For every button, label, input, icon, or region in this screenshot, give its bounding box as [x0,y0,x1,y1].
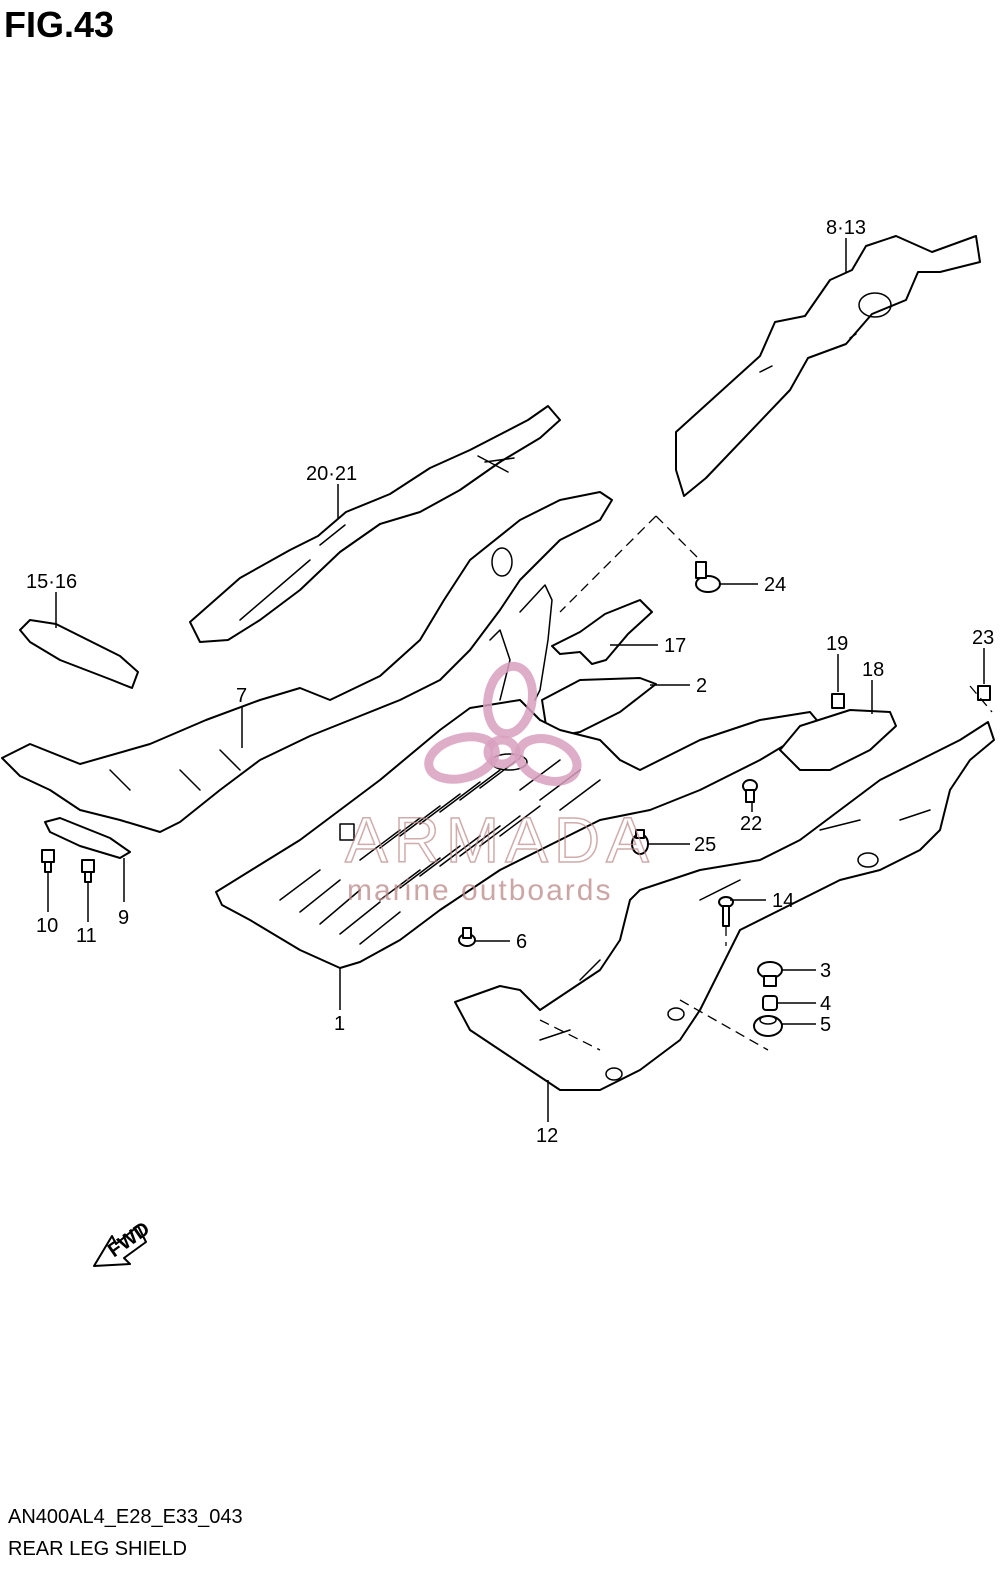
callout-labels: 8·13 20·21 15·16 7 24 17 2 19 18 23 22 2… [26,217,994,1147]
fastener-24 [695,561,721,593]
fastener-3 [757,961,783,987]
fastener-11 [81,859,95,883]
callout-23: 23 [972,627,994,649]
figure-code: AN400AL4_E28_E33_043 [8,1506,243,1528]
fastener-25 [631,829,649,855]
fastener-5 [753,1015,783,1037]
part-9-strip [44,817,131,859]
fastener-4 [762,995,778,1011]
fastener-19 [831,693,845,709]
fwd-arrow: FWD [93,1218,154,1267]
callout-18: 18 [862,659,884,681]
callout-2: 2 [696,675,707,697]
part-15-16-trim [19,619,139,689]
leader-lines [47,238,985,1122]
callout-20-21: 20·21 [306,463,357,485]
callout-9: 9 [118,907,129,929]
fastener-23 [977,685,991,701]
fastener-6 [458,927,476,947]
callout-6: 6 [516,931,527,953]
callout-12: 12 [536,1125,558,1147]
callout-19: 19 [826,633,848,655]
figure-title: FIG.43 [4,4,115,45]
callout-24: 24 [764,574,786,596]
callout-10: 10 [36,915,58,937]
part-7-rail [1,491,613,833]
fastener-22 [742,779,758,803]
watermark-tagline: marine outboards [347,874,612,907]
callout-11: 11 [76,925,97,947]
callout-3: 3 [820,960,831,982]
callout-8-13: 8·13 [826,217,866,239]
part-18-bracket [779,709,897,771]
callout-25: 25 [694,834,716,856]
callout-22: 22 [740,813,762,835]
callout-4: 4 [820,993,831,1015]
callout-15-16: 15·16 [26,571,77,593]
fastener-10 [41,849,55,873]
fasteners [41,561,991,1037]
watermark-logo: ARMADA marine outboards [344,661,655,907]
watermark-brand: ARMADA [345,804,655,876]
assembly-dash-lines [539,515,993,1051]
callout-5: 5 [820,1014,831,1036]
part-20-21-trim [189,405,561,643]
callout-17: 17 [664,635,686,657]
part-17-bracket [551,599,653,665]
callout-14: 14 [772,890,794,912]
callout-7: 7 [236,685,247,707]
callout-1: 1 [334,1013,345,1035]
figure-name: REAR LEG SHIELD [8,1538,187,1560]
part-8-13-panel [675,235,981,497]
